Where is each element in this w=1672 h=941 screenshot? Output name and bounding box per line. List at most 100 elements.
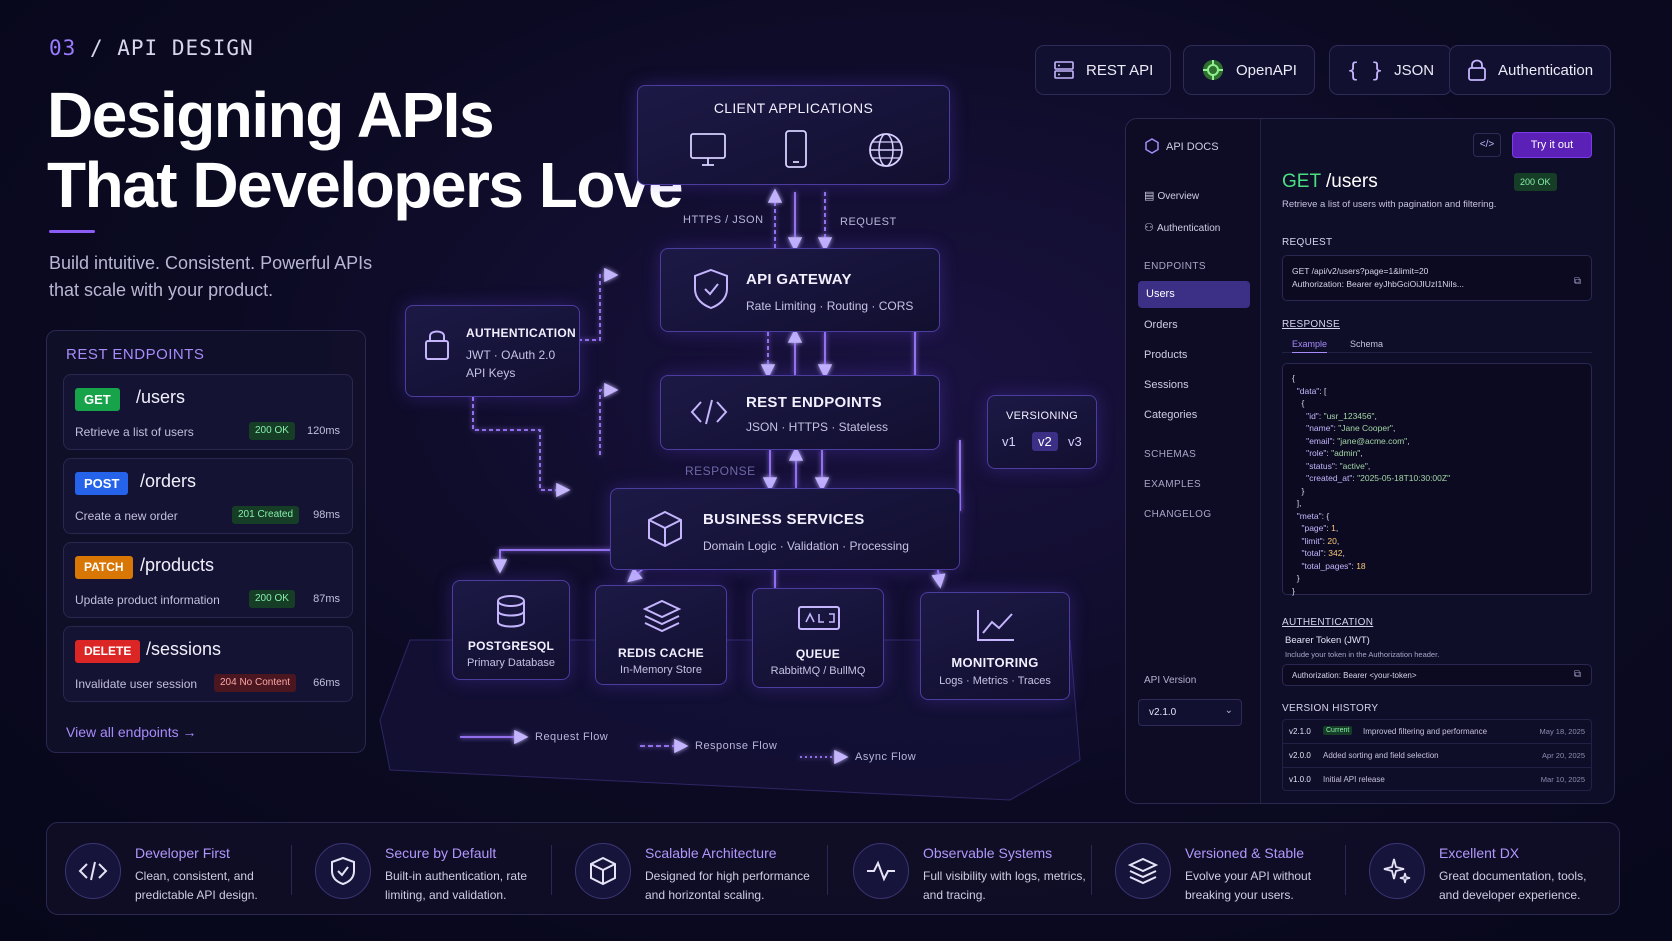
architecture-diagram: CLIENT APPLICATIONS HTTPS / JSON REQUEST… (370, 80, 1097, 820)
history-version: v1.0.0 (1289, 775, 1311, 784)
nav-products[interactable]: Products (1144, 349, 1188, 361)
current-badge: Current (1323, 726, 1353, 735)
openapi-icon (1203, 60, 1223, 80)
view-all-endpoints-link[interactable]: View all endpoints → (66, 724, 197, 740)
postgres-subtitle: Primary Database (466, 657, 556, 669)
endpoint-path: /users (1326, 171, 1378, 192)
badge-label: OpenAPI (1236, 61, 1297, 79)
nav-users-label: Users (1146, 288, 1175, 300)
badge-openapi[interactable]: OpenAPI (1183, 45, 1315, 95)
endpoint-path: /users (136, 387, 186, 407)
section-kicker: 03 / API DESIGN (49, 36, 254, 60)
status-badge: 204 No Content (214, 674, 297, 692)
chevron-down-icon: ⌄ (1224, 705, 1233, 716)
method-badge: POST (75, 472, 129, 495)
status-badge: 201 Created (232, 506, 300, 524)
version-history-table: v2.1.0 Current Improved filtering and pe… (1282, 719, 1592, 791)
nav-orders[interactable]: Orders (1144, 319, 1178, 331)
postgresql-node: POSTGRESQL Primary Database (452, 580, 570, 680)
endpoints-heading: REST ENDPOINTS (66, 346, 205, 363)
response-json: { "data": [ { "id": "usr_123456", "name"… (1292, 373, 1451, 596)
mobile-icon (785, 130, 807, 168)
auth-subtitle-1: JWT · OAuth 2.0 (466, 348, 556, 362)
badge-json[interactable]: { } JSON (1329, 45, 1453, 95)
request-line-2: Authorization: Bearer eyJhbGciOiJIUzI1Ni… (1292, 279, 1464, 289)
server-icon (1054, 61, 1074, 79)
layers-icon (1115, 843, 1171, 899)
badge-authentication[interactable]: Authentication (1449, 45, 1612, 95)
endpoint-description: Retrieve a list of users (75, 425, 194, 439)
business-services-node: BUSINESS SERVICES Domain Logic · Validat… (610, 488, 960, 570)
endpoint-method: GET (1282, 171, 1321, 192)
divider (291, 845, 292, 895)
endpoint-card-get-users[interactable]: GET /users Retrieve a list of users 200 … (63, 374, 353, 450)
docs-main: </> Try it out GET /users 200 OK Retriev… (1262, 119, 1614, 803)
endpoint-path: /products (140, 555, 215, 575)
nav-examples[interactable]: EXAMPLES (1144, 479, 1202, 490)
response-time: 98ms (313, 509, 340, 521)
feature-title: Versioned & Stable (1185, 845, 1305, 861)
method-badge: PATCH (75, 556, 133, 579)
feature-description: Clean, consistent, and predictable API d… (135, 869, 258, 902)
title-underline (49, 230, 95, 233)
nav-sessions[interactable]: Sessions (1144, 379, 1189, 391)
nav-schemas[interactable]: SCHEMAS (1144, 449, 1197, 460)
tab-example[interactable]: Example (1292, 339, 1328, 353)
redis-cache-node: REDIS CACHE In-Memory Store (595, 585, 727, 685)
feature-title: Excellent DX (1439, 845, 1520, 861)
response-tabs: Example Schema (1282, 337, 1592, 353)
pulse-icon (853, 843, 909, 899)
layers-icon (642, 599, 682, 633)
api-version-label: API Version (1144, 675, 1197, 686)
user-icon: ⚇ (1144, 222, 1154, 234)
feature-title: Secure by Default (385, 845, 497, 861)
https-json-label: HTTPS / JSON (683, 214, 764, 226)
versioning-node: VERSIONING v1 v2 v3 (987, 395, 1097, 469)
nav-changelog[interactable]: CHANGELOG (1144, 509, 1212, 520)
endpoint-heading: GET /users (1282, 171, 1378, 193)
page-subtitle: Build intuitive. Consistent. Powerful AP… (49, 253, 373, 300)
endpoint-status-badge: 200 OK (1514, 173, 1557, 191)
badge-label: JSON (1394, 61, 1435, 79)
nav-authentication[interactable]: ⚇ Authentication (1144, 221, 1220, 234)
monitoring-node: MONITORING Logs · Metrics · Traces (920, 592, 1070, 700)
try-it-out-button[interactable]: Try it out (1512, 132, 1592, 158)
legend-async-flow: Async Flow (855, 751, 917, 763)
copy-icon[interactable]: ⧉ (1573, 276, 1581, 287)
braces-icon: { } (1347, 58, 1384, 82)
code-view-icon[interactable]: </> (1473, 133, 1501, 157)
status-badge: 200 OK (249, 422, 295, 440)
divider (1345, 845, 1346, 895)
feature-title: Developer First (135, 845, 230, 861)
nav-authentication-label: Authentication (1156, 223, 1221, 234)
divider (551, 845, 552, 895)
rest-endpoints-node: REST ENDPOINTS JSON · HTTPS · Stateless (660, 375, 940, 450)
section-separator: / (89, 36, 104, 60)
api-version-select[interactable]: v2.1.0 ⌄ (1138, 699, 1242, 726)
connector-lines (379, 188, 1081, 801)
auth-title: AUTHENTICATION (466, 326, 576, 340)
endpoint-card-delete-sessions[interactable]: DELETE /sessions Invalidate user session… (63, 626, 353, 702)
copy-icon[interactable]: ⧉ (1573, 669, 1581, 680)
nav-overview[interactable]: ▤ Overview (1144, 189, 1199, 202)
redis-subtitle: In-Memory Store (620, 664, 702, 676)
api-version-value: v2.1.0 (1149, 707, 1177, 718)
business-title: BUSINESS SERVICES (703, 511, 865, 528)
request-code-block: GET /api/v2/users?page=1&limit=20 Author… (1282, 255, 1592, 301)
tab-schema[interactable]: Schema (1350, 339, 1384, 349)
history-version: v2.1.0 (1289, 727, 1311, 736)
feature-description: Full visibility with logs, metrics, and … (923, 869, 1086, 902)
gateway-title: API GATEWAY (746, 271, 852, 288)
badge-rest-api[interactable]: REST API (1035, 45, 1172, 95)
shield-check-icon (315, 843, 371, 899)
nav-users-active[interactable]: Users (1138, 281, 1250, 308)
nav-categories[interactable]: Categories (1144, 409, 1198, 421)
version-v3: v3 (1068, 434, 1082, 449)
response-time: 120ms (306, 425, 340, 437)
endpoint-card-patch-products[interactable]: PATCH /products Update product informati… (63, 542, 353, 618)
desktop-icon (690, 133, 726, 166)
endpoint-description: Retrieve a list of users with pagination… (1282, 199, 1497, 210)
lock-icon (1468, 59, 1486, 81)
endpoint-card-post-orders[interactable]: POST /orders Create a new order 201 Crea… (63, 458, 353, 534)
shield-icon (694, 268, 728, 310)
